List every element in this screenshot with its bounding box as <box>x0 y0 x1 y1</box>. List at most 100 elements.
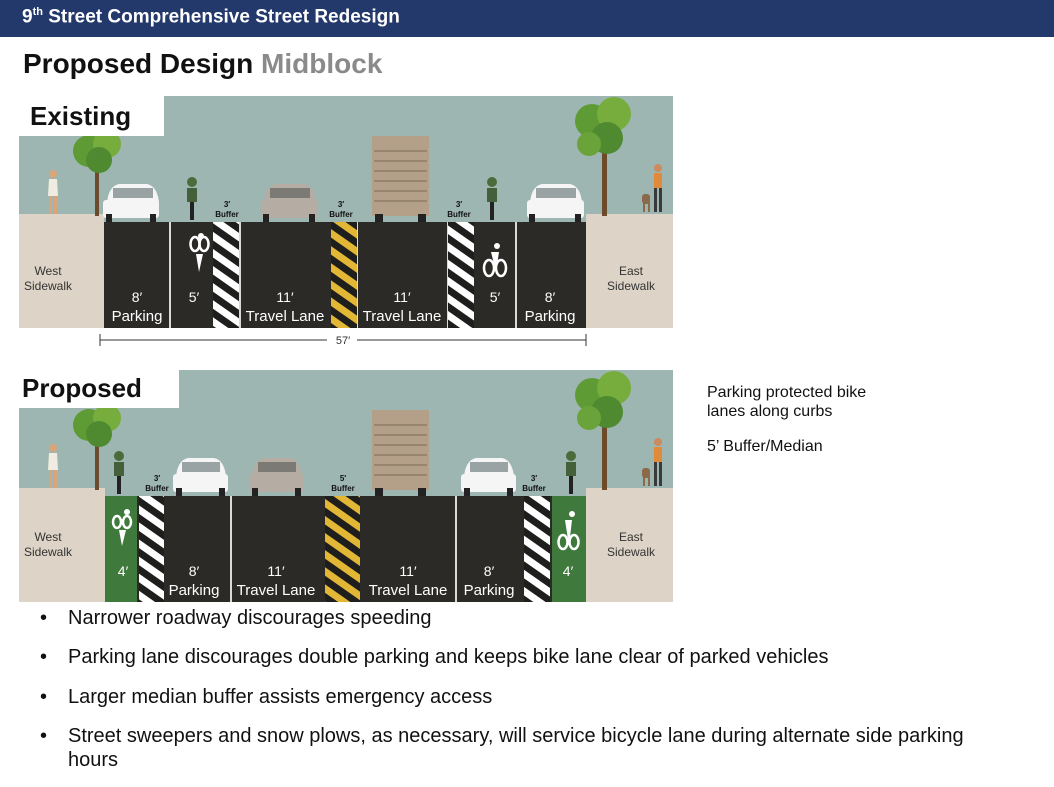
bike-symbol-west <box>111 509 133 546</box>
buffer-name-2: Buffer <box>329 210 353 219</box>
lane-width-3: 11′ <box>267 563 285 579</box>
benefits-list: Narrower roadway discourages speeding Pa… <box>40 606 1000 787</box>
list-item: Parking lane discourages double parking … <box>40 645 1000 669</box>
lane-name-1: Parking <box>112 308 163 325</box>
buffer-center <box>331 222 357 328</box>
pedestrian-east-icon <box>642 164 662 212</box>
existing-diagram: 3′ Buffer 3′ Buffer 3′ Buffer West Sidew… <box>19 96 673 348</box>
side-note-buffer: 5’ Buffer/Median <box>707 438 823 455</box>
buffer-name-3: Buffer <box>522 484 546 493</box>
proposed-cross-section: 3′ Buffer 5′ Buffer 3′ Buffer West Sidew… <box>19 370 673 602</box>
east-sidewalk <box>586 488 673 602</box>
truck-icon <box>372 410 429 496</box>
cyclist-east-icon <box>566 451 576 494</box>
tree-east-icon <box>575 97 631 216</box>
proposed-label: Proposed <box>19 370 179 408</box>
lane-width-3: 11′ <box>276 289 294 305</box>
lane-name-4: Travel Lane <box>363 308 442 325</box>
lane-width-2: 8′ <box>189 563 200 579</box>
buffer-west <box>139 496 164 602</box>
east-sidewalk-label-2: Sidewalk <box>607 545 656 559</box>
proposed-diagram: 3′ Buffer 5′ Buffer 3′ Buffer West Sidew… <box>19 370 673 602</box>
header-title-sup: th <box>32 6 43 18</box>
total-width-dimension: 57′ <box>19 328 673 348</box>
east-sidewalk-label-1: East <box>619 530 644 544</box>
west-sidewalk-label-2: Sidewalk <box>24 279 73 293</box>
lane-name-2: Parking <box>169 582 220 599</box>
side-note-line-1: Parking protected bike <box>707 384 867 401</box>
tree-west-icon <box>73 404 121 490</box>
car-west-icon <box>173 458 228 496</box>
existing-cross-section: 3′ Buffer 3′ Buffer 3′ Buffer West Sidew… <box>19 96 673 348</box>
side-note-line-2: lanes along curbs <box>707 403 833 420</box>
header-title: 9th Street Comprehensive Street Redesign <box>22 6 400 28</box>
west-sidewalk-label-1: West <box>34 264 62 278</box>
west-sidewalk-label-2: Sidewalk <box>24 545 73 559</box>
median-buffer <box>325 496 360 602</box>
total-width-label: 57′ <box>336 335 350 347</box>
east-sidewalk-label-1: East <box>619 264 644 278</box>
cyclist-west-icon <box>187 177 197 220</box>
lane-name-6: Parking <box>525 308 576 325</box>
tree-west-icon <box>73 130 121 216</box>
buffer-width-1: 3′ <box>154 474 160 483</box>
car-east-icon <box>527 184 584 222</box>
pedestrian-east-icon <box>642 438 662 486</box>
car-middle-icon <box>261 184 318 222</box>
lane-width-4: 11′ <box>393 289 411 305</box>
buffer-west <box>213 222 239 328</box>
existing-label: Existing <box>19 96 164 136</box>
lane-width-1: 8′ <box>132 289 143 305</box>
buffer-name-1: Buffer <box>215 210 239 219</box>
buffer-width-3: 3′ <box>531 474 537 483</box>
page-title: Proposed Design Midblock <box>23 48 382 80</box>
lane-name-3: Travel Lane <box>237 582 316 599</box>
cyclist-east-icon <box>487 177 497 220</box>
lane-width-6: 4′ <box>563 563 574 579</box>
east-sidewalk-label-2: Sidewalk <box>607 279 656 293</box>
buffer-name-1: Buffer <box>145 484 169 493</box>
list-item: Larger median buffer assists emergency a… <box>40 685 1000 709</box>
west-sidewalk <box>19 488 105 602</box>
cyclist-west-icon <box>114 451 124 494</box>
buffer-width-1: 3′ <box>224 200 230 209</box>
lane-width-2: 5′ <box>189 289 200 305</box>
list-item: Street sweepers and snow plows, as neces… <box>40 724 1000 772</box>
lane-name-5: Parking <box>464 582 515 599</box>
page-title-main: Proposed Design <box>23 48 254 79</box>
bike-symbol-west <box>189 233 210 272</box>
lane-width-5: 8′ <box>484 563 495 579</box>
car-east-icon <box>461 458 516 496</box>
list-item: Narrower roadway discourages speeding <box>40 606 1000 630</box>
car-west-icon <box>103 184 159 222</box>
buffer-name-3: Buffer <box>447 210 471 219</box>
car-middle-icon <box>249 458 304 496</box>
lane-width-4: 11′ <box>399 563 417 579</box>
buffer-width-2: 5′ <box>340 474 346 483</box>
pedestrian-west-icon <box>48 170 58 214</box>
lane-name-4: Travel Lane <box>369 582 448 599</box>
truck-icon <box>372 136 429 222</box>
lane-name-3: Travel Lane <box>246 308 325 325</box>
bike-lane-west <box>105 496 137 602</box>
bike-lane-east <box>552 496 586 602</box>
header-title-prefix: 9 <box>22 6 33 28</box>
lane-width-5: 5′ <box>490 289 501 305</box>
header-title-rest: Street Comprehensive Street Redesign <box>42 6 400 28</box>
lane-width-1: 4′ <box>118 563 129 579</box>
bike-symbol-east <box>482 243 508 278</box>
west-sidewalk <box>19 214 104 328</box>
lane-width-6: 8′ <box>545 289 556 305</box>
buffer-width-3: 3′ <box>456 200 462 209</box>
east-sidewalk <box>586 214 673 328</box>
bike-symbol-east <box>557 511 580 551</box>
buffer-width-2: 3′ <box>338 200 344 209</box>
buffer-name-2: Buffer <box>331 484 355 493</box>
west-sidewalk-label-1: West <box>34 530 62 544</box>
buffer-east <box>448 222 474 328</box>
page-title-sub: Midblock <box>261 48 383 79</box>
buffer-east <box>524 496 550 602</box>
header-bar: 9th Street Comprehensive Street Redesign <box>0 0 1054 37</box>
tree-east-icon <box>575 371 631 490</box>
side-note-bike-lanes: Parking protected bike lanes along curbs <box>707 383 866 421</box>
